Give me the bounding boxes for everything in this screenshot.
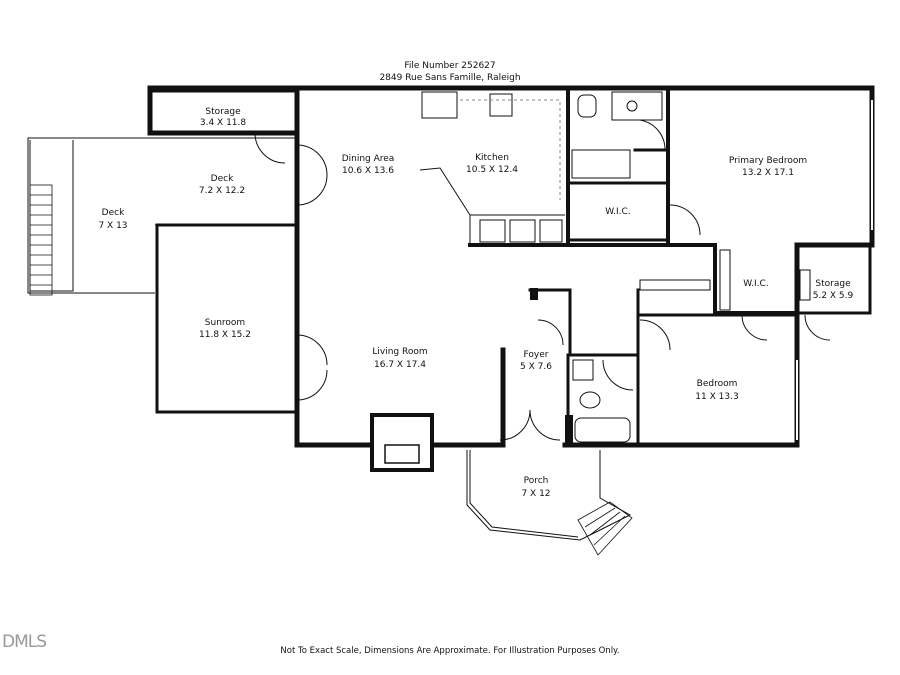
file-number: File Number 252627	[404, 61, 496, 71]
room-dims: 10.6 X 13.6	[342, 166, 394, 176]
room-dims: 3.4 X 11.8	[200, 118, 247, 128]
room-name: Deck	[102, 208, 125, 218]
exterior-wall	[147, 85, 875, 316]
dmls-logo: DMLS	[2, 632, 47, 652]
room-name: W.I.C.	[743, 279, 768, 289]
room-dims: 11 X 13.3	[695, 392, 738, 402]
room-name: Storage	[815, 279, 851, 289]
deck-outline	[27, 137, 297, 294]
room-name: Sunroom	[205, 318, 245, 328]
room-name: Living Room	[372, 347, 427, 357]
deck-inner	[29, 140, 74, 292]
door-swings	[254, 119, 831, 441]
address: 2849 Rue Sans Famille, Raleigh	[379, 73, 521, 83]
room-dims: 7 X 13	[98, 221, 127, 231]
room-dims: 5 X 7.6	[520, 362, 552, 372]
porch-stairs-icon	[577, 501, 633, 556]
room-dims: 16.7 X 17.4	[374, 360, 426, 370]
room-name: Dining Area	[342, 154, 395, 164]
room-name: Deck	[211, 174, 234, 184]
room-name: Storage	[205, 107, 241, 117]
room-dims: 13.2 X 17.1	[742, 168, 794, 178]
stairs-icon	[29, 184, 53, 296]
room-dims: 5.2 X 5.9	[813, 291, 854, 301]
room-name: W.I.C.	[605, 207, 630, 217]
room-dims: 7 X 12	[521, 489, 550, 499]
sunroom-wall	[155, 223, 299, 414]
room-name: Bedroom	[697, 379, 738, 389]
room-name: Porch	[524, 476, 549, 486]
room-dims: 7.2 X 12.2	[199, 186, 245, 196]
room-dims: 10.5 X 12.4	[466, 165, 518, 175]
disclaimer: Not To Exact Scale, Dimensions Are Appro…	[280, 646, 620, 656]
room-dims: 11.8 X 15.2	[199, 330, 251, 340]
room-name: Foyer	[524, 350, 549, 360]
room-name: Kitchen	[475, 153, 509, 163]
room-name: Primary Bedroom	[729, 156, 807, 166]
